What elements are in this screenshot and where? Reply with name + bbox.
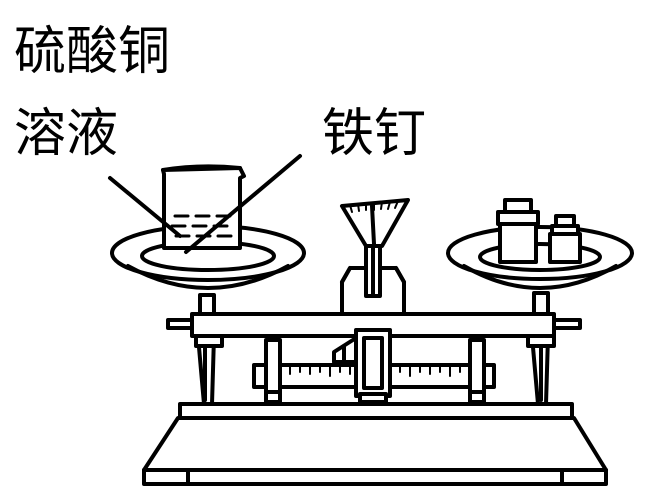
copper-sulfate-label-line2: 溶液 xyxy=(14,104,119,164)
right-pan xyxy=(446,225,634,290)
balance-base xyxy=(142,402,608,486)
left-pan xyxy=(110,224,306,290)
scale-ticks xyxy=(349,200,399,213)
rider-assembly xyxy=(332,328,392,404)
copper-sulfate-label-line1: 硫酸铜 xyxy=(14,22,171,82)
pointer-line-solution xyxy=(108,176,182,238)
right-pan-support xyxy=(526,291,556,406)
weight-small xyxy=(548,214,582,264)
iron-nail-label: 铁钉 xyxy=(322,104,427,164)
left-pan-support xyxy=(194,293,224,406)
beaker xyxy=(161,164,246,250)
pointer-line-nail xyxy=(184,154,302,254)
weight-large xyxy=(496,198,540,264)
center-pillar xyxy=(340,238,406,316)
